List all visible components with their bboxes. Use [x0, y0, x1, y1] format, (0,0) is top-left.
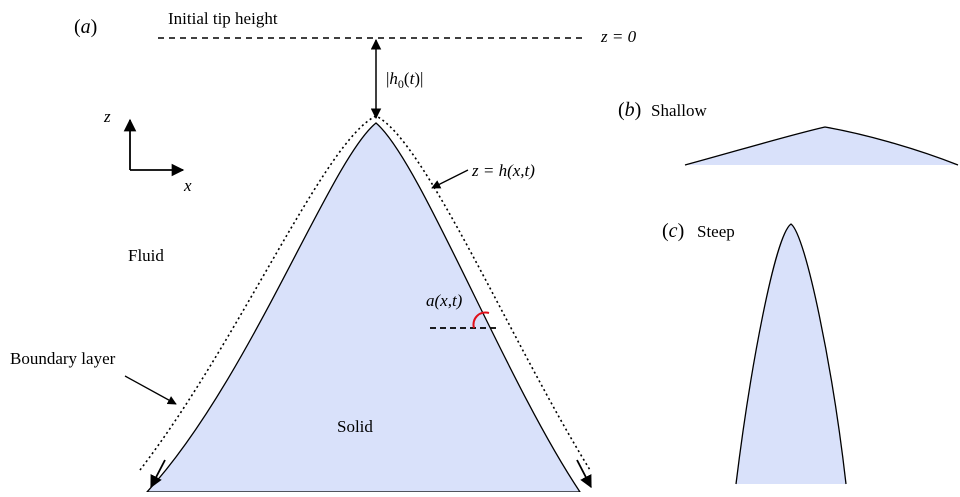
angle-arc — [472, 311, 490, 329]
z-zero-label: z = 0 — [600, 27, 637, 46]
initial-tip-height-label: Initial tip height — [168, 9, 278, 28]
surface-label: z = h(x,t) — [471, 161, 535, 180]
shallow-profile-outline — [684, 126, 959, 166]
panel-c-label: (c) — [662, 220, 684, 242]
solid-body — [145, 122, 582, 493]
panel-c-caption: Steep — [697, 222, 735, 241]
boundary-layer-curve — [139, 115, 591, 471]
panel-b-label: (b) — [618, 99, 641, 121]
fluid-label: Fluid — [128, 246, 164, 265]
solid-label: Solid — [337, 417, 373, 436]
shallow-profile-fill — [685, 127, 958, 165]
panel-a-label: (a) — [74, 16, 97, 38]
boundary-layer-label: Boundary layer — [10, 349, 116, 368]
steep-profile-outline — [735, 223, 847, 485]
boundary-layer-pointer — [124, 375, 177, 405]
panel-b-caption: Shallow — [651, 101, 707, 120]
steep-profile-fill — [736, 224, 846, 484]
right-flow-arrow — [576, 459, 592, 489]
h0-label: |h0(t)| — [386, 69, 423, 91]
angle-label: a(x,t) — [426, 291, 463, 310]
surface-pointer-arrow — [431, 169, 469, 189]
z-axis-label: z — [103, 107, 111, 126]
x-axis-label: x — [183, 176, 192, 195]
left-flow-arrow — [150, 459, 166, 489]
